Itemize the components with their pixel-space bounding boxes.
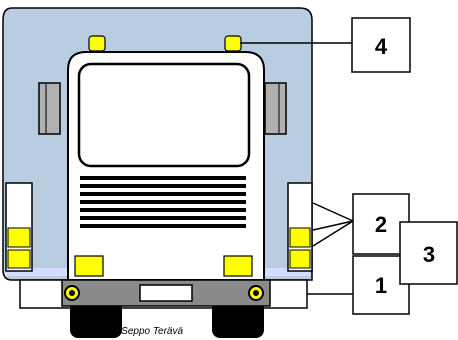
leader-line-2b	[312, 220, 354, 231]
tire-left	[70, 300, 122, 338]
credit-text: © Seppo Terävä	[111, 326, 183, 337]
license-plate	[139, 284, 193, 302]
svg-text:3: 3	[423, 242, 435, 267]
svg-text:4: 4	[375, 34, 388, 59]
label-box-1: 1	[352, 255, 410, 315]
grille	[80, 176, 246, 228]
side-lights-left	[5, 182, 33, 272]
headlight-right	[223, 255, 253, 277]
leader-line-2c	[312, 220, 354, 247]
svg-text:1: 1	[375, 273, 387, 298]
tire-right	[212, 300, 264, 338]
windshield	[77, 62, 251, 168]
mirror-left	[38, 82, 61, 135]
label-box-3: 3	[399, 221, 458, 285]
clearance-lamp-left	[88, 35, 106, 52]
label-box-4: 4	[351, 17, 411, 73]
headlight-left	[74, 255, 104, 277]
mirror-right	[264, 82, 287, 135]
clearance-lamp-right	[224, 35, 242, 52]
svg-text:2: 2	[375, 212, 387, 237]
leader-line-2a	[312, 202, 354, 222]
side-lights-right	[287, 182, 313, 272]
